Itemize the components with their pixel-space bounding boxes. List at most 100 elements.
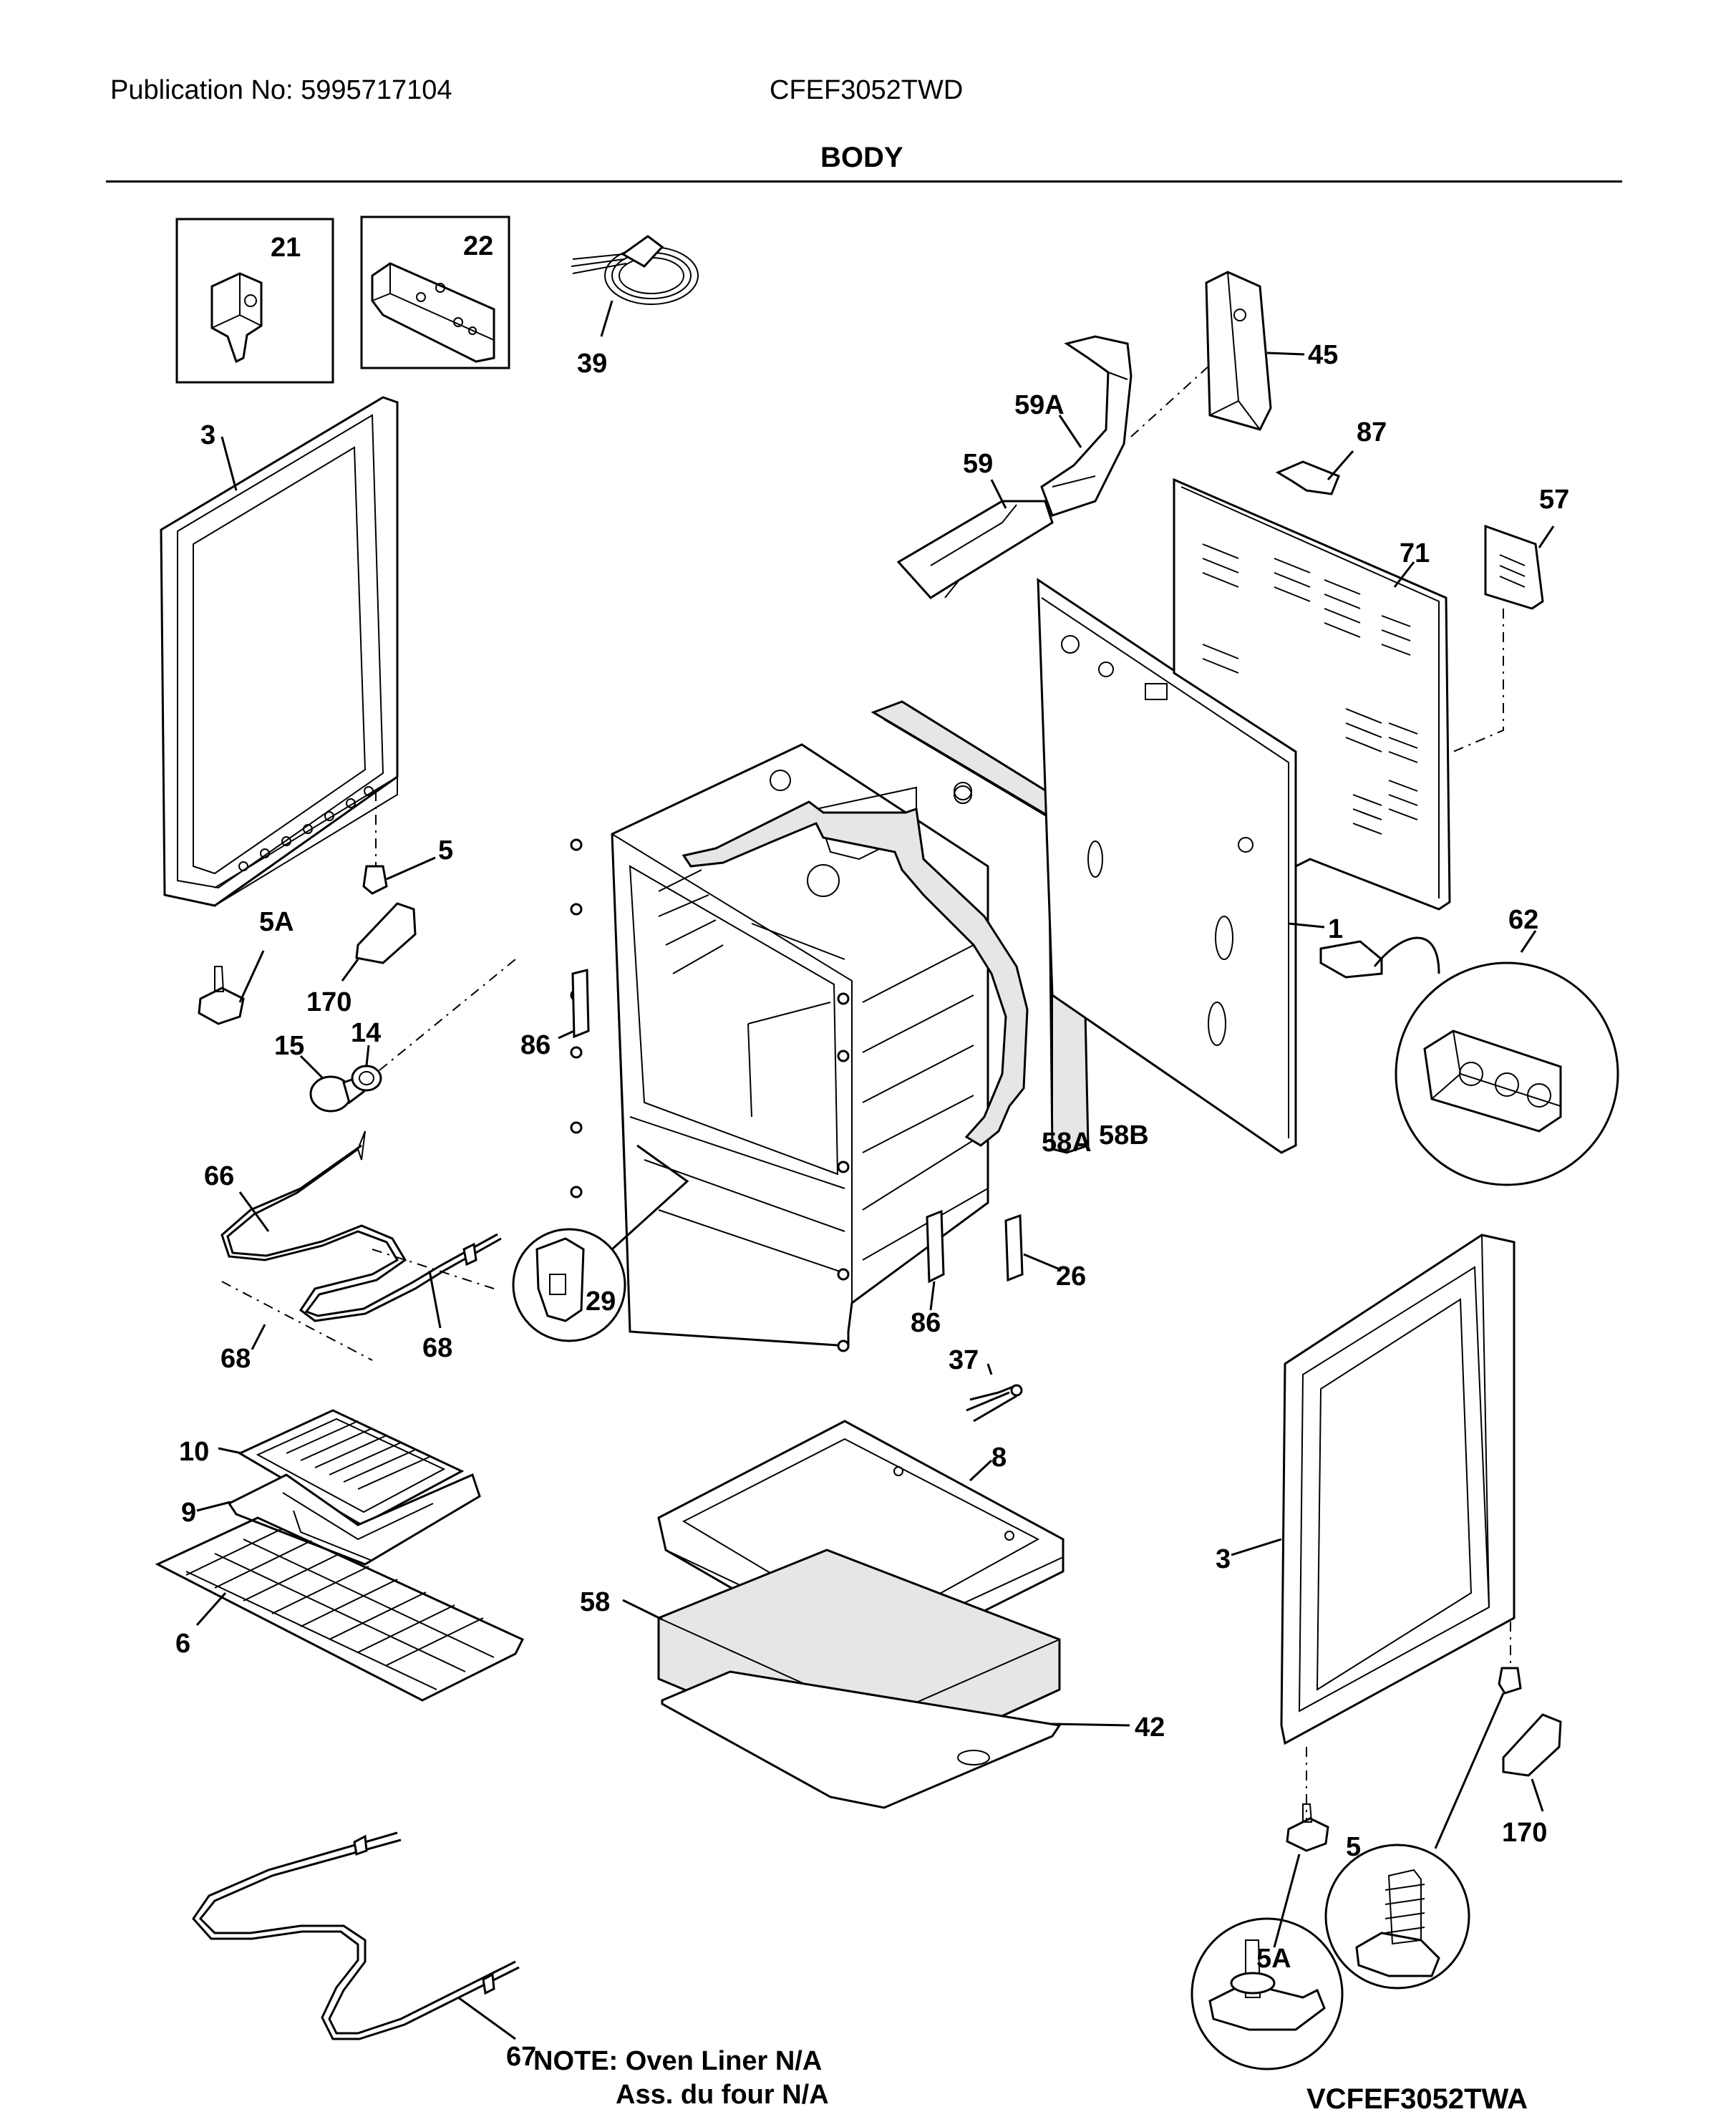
callout-9: 9 bbox=[181, 1498, 196, 1528]
leader-37 bbox=[986, 1363, 993, 1375]
part-66-broil-element bbox=[220, 1130, 502, 1322]
part-45-duct bbox=[1205, 271, 1272, 431]
leader-58 bbox=[622, 1599, 663, 1621]
part-9-broil-pan bbox=[227, 1473, 481, 1566]
oven-body-frame bbox=[611, 743, 989, 1347]
leader-29 bbox=[611, 1144, 689, 1251]
header-rule bbox=[106, 180, 1622, 183]
part-5-detail bbox=[1324, 1844, 1470, 1990]
leader-5A-right bbox=[1273, 1854, 1301, 1948]
leader-10 bbox=[218, 1447, 243, 1455]
leader-68-left bbox=[251, 1324, 266, 1350]
leader-59 bbox=[990, 479, 1007, 509]
leader-87 bbox=[1327, 450, 1354, 480]
part-59-duct bbox=[896, 500, 1054, 599]
callout-5-left: 5 bbox=[438, 835, 453, 866]
callout-1: 1 bbox=[1328, 914, 1343, 944]
leader-170-right bbox=[1531, 1778, 1544, 1812]
callout-71: 71 bbox=[1400, 538, 1430, 568]
callout-5A-left: 5A bbox=[259, 907, 294, 937]
callout-8: 8 bbox=[991, 1443, 1007, 1473]
part-62-detail bbox=[1395, 961, 1619, 1186]
leader-8 bbox=[969, 1459, 993, 1482]
callout-26: 26 bbox=[1056, 1261, 1086, 1292]
axis-68-b bbox=[372, 1249, 495, 1289]
callout-68-right: 68 bbox=[422, 1333, 452, 1363]
part-29-detail bbox=[512, 1228, 626, 1342]
leader-14 bbox=[365, 1045, 370, 1066]
axis-light bbox=[379, 959, 516, 1071]
callout-3-right: 3 bbox=[1216, 1544, 1231, 1574]
callout-67: 67 bbox=[506, 2042, 536, 2072]
leader-42 bbox=[1052, 1723, 1130, 1727]
part-42-drawer-bottom bbox=[661, 1670, 1062, 1809]
part-87-bracket bbox=[1275, 460, 1340, 495]
leader-9 bbox=[196, 1501, 231, 1512]
callout-170-right: 170 bbox=[1502, 1818, 1547, 1848]
callout-58B: 58B bbox=[1099, 1120, 1149, 1150]
callout-58A: 58A bbox=[1042, 1128, 1092, 1158]
part-21-terminal-block bbox=[175, 218, 334, 384]
leader-67 bbox=[457, 1996, 516, 2040]
leader-86-left bbox=[558, 1029, 575, 1040]
part-22-bracket bbox=[360, 215, 510, 369]
leader-15 bbox=[299, 1055, 324, 1079]
callout-labels: 21 22 39 3 45 59A 87 59 57 71 5 5A 62 1 … bbox=[175, 231, 1569, 2072]
part-37-sensor-wire bbox=[966, 1384, 1023, 1423]
callout-39: 39 bbox=[577, 349, 607, 379]
callout-42: 42 bbox=[1135, 1712, 1165, 1743]
part-39-power-cord bbox=[571, 235, 699, 337]
leader-6 bbox=[195, 1592, 227, 1626]
note-line-1: NOTE: Oven Liner N/A bbox=[533, 2046, 823, 2076]
callout-15: 15 bbox=[274, 1031, 304, 1061]
leader-62 bbox=[1520, 930, 1537, 953]
leader-68-right bbox=[428, 1270, 442, 1329]
callout-3-left: 3 bbox=[200, 420, 215, 450]
publication-number: Publication No: 5995717104 bbox=[110, 75, 452, 105]
part-86-hinge-receptacle-right bbox=[926, 1209, 945, 1284]
part-3-right-side-panel bbox=[1280, 1234, 1516, 1745]
model-number: CFEF3052TWD bbox=[770, 75, 964, 105]
callout-58: 58 bbox=[580, 1587, 610, 1617]
part-58A-insulation-wrap bbox=[682, 800, 1029, 1147]
part-1-back-panel bbox=[1037, 578, 1297, 1154]
part-86-hinge-receptacle-left bbox=[571, 969, 590, 1039]
part-5A-leveler-right bbox=[1286, 1803, 1329, 1852]
part-62-terminal-block bbox=[1319, 940, 1383, 979]
part-170-bracket-right bbox=[1502, 1713, 1562, 1777]
callout-37: 37 bbox=[949, 1345, 979, 1375]
leader-3-right bbox=[1231, 1538, 1282, 1556]
leader-5A-left bbox=[238, 950, 265, 1003]
leader-71 bbox=[1393, 561, 1415, 588]
part-59A-duct bbox=[1040, 335, 1133, 517]
part-6-oven-rack bbox=[155, 1516, 525, 1702]
leader-26 bbox=[1023, 1253, 1059, 1270]
part-67-bake-element bbox=[192, 1831, 520, 2040]
axis-68-a bbox=[221, 1281, 373, 1361]
callout-57: 57 bbox=[1539, 485, 1569, 515]
part-14-socket bbox=[351, 1065, 382, 1092]
part-26-receptacle bbox=[1004, 1213, 1024, 1282]
callout-86-right: 86 bbox=[911, 1308, 941, 1338]
callout-87: 87 bbox=[1357, 417, 1387, 447]
part-5A-leveler-left bbox=[198, 966, 245, 1025]
callout-5A-right: 5A bbox=[1256, 1944, 1291, 1974]
leader-59A bbox=[1058, 415, 1082, 448]
part-71-rear-panel bbox=[1173, 478, 1451, 911]
callout-5-right: 5 bbox=[1346, 1832, 1361, 1862]
section-title: BODY bbox=[820, 142, 903, 173]
callout-59A: 59A bbox=[1014, 390, 1065, 420]
callout-62: 62 bbox=[1508, 905, 1538, 935]
callout-59: 59 bbox=[963, 449, 993, 479]
callout-170-left: 170 bbox=[306, 987, 351, 1017]
part-5-leveler-right bbox=[1498, 1667, 1522, 1695]
callout-10: 10 bbox=[179, 1437, 209, 1467]
callout-21: 21 bbox=[271, 233, 301, 263]
callout-6: 6 bbox=[175, 1629, 190, 1659]
part-170-bracket-left bbox=[355, 902, 417, 964]
callout-29: 29 bbox=[586, 1287, 616, 1317]
diagram-reference: VCFEF3052TWA bbox=[1306, 2083, 1528, 2115]
leader-3-left bbox=[220, 436, 238, 491]
leader-66 bbox=[238, 1191, 270, 1232]
